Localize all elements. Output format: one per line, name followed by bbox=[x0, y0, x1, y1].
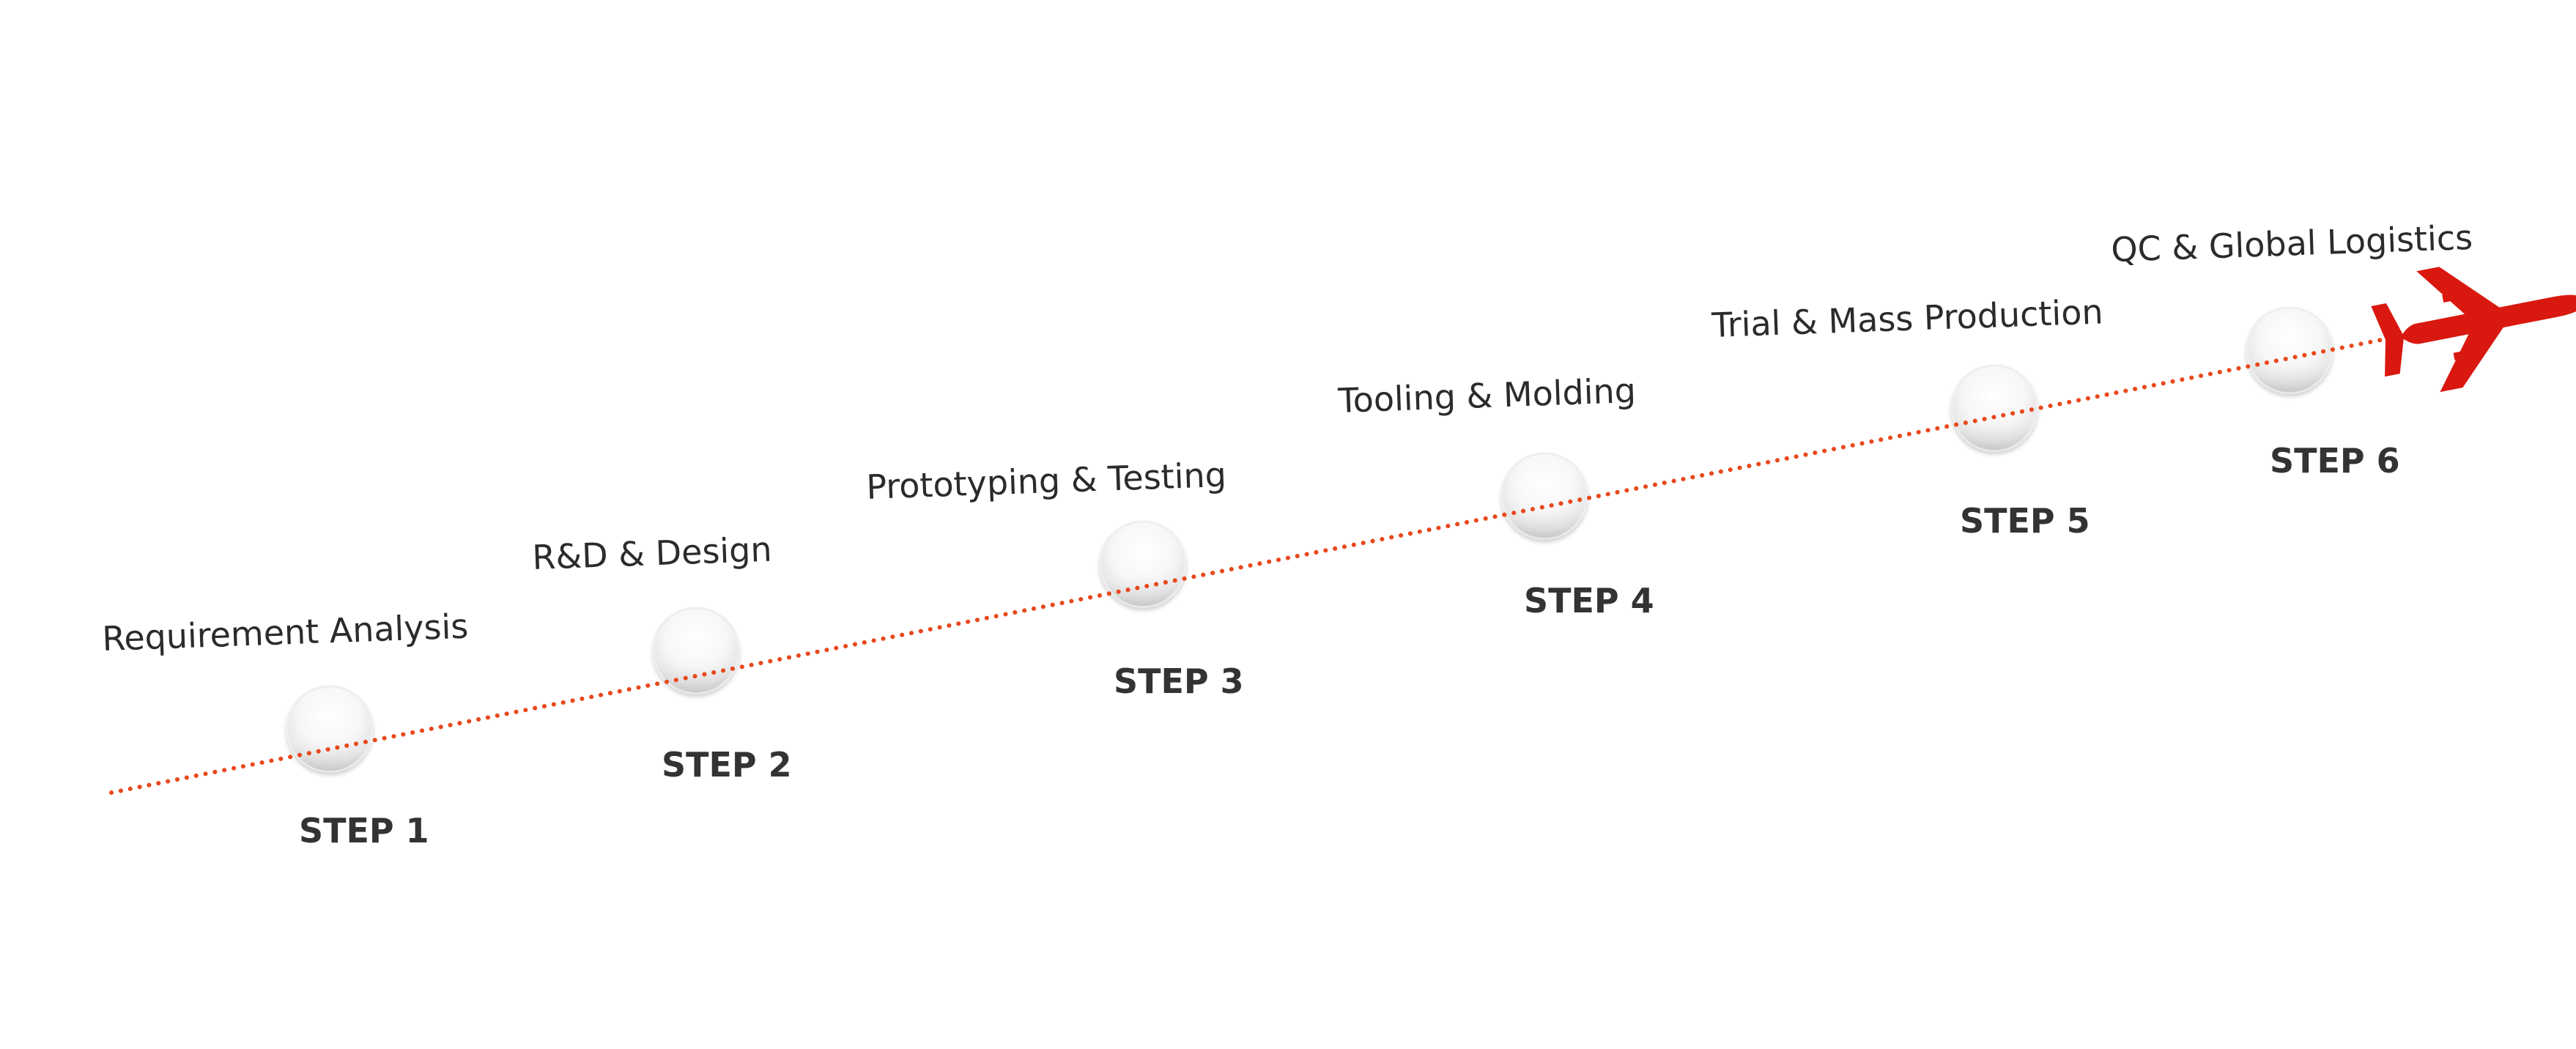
step-3-title: Prototyping & Testing bbox=[865, 455, 1226, 507]
step-1-title: Requirement Analysis bbox=[101, 607, 469, 659]
step-3-label: STEP 3 bbox=[1114, 661, 1244, 701]
step-2-label: STEP 2 bbox=[662, 745, 792, 785]
step-3-bubble bbox=[1099, 520, 1187, 608]
step-4-title: Tooling & Molding bbox=[1336, 371, 1636, 420]
step-2-title: R&D & Design bbox=[531, 530, 772, 577]
step-4-label: STEP 4 bbox=[1524, 581, 1654, 620]
step-6-label: STEP 6 bbox=[2270, 441, 2400, 481]
step-5-label: STEP 5 bbox=[1960, 501, 2090, 541]
dotted-route-line bbox=[109, 329, 2427, 795]
step-bubbles bbox=[286, 306, 2333, 773]
step-1-bubble bbox=[286, 685, 374, 773]
step-2-bubble bbox=[652, 607, 740, 694]
step-5-title: Trial & Mass Production bbox=[1711, 292, 2104, 345]
step-5-bubble bbox=[1950, 364, 2038, 452]
airplane-icon bbox=[2371, 267, 2576, 393]
step-titles: Requirement Analysis R&D & Design Protot… bbox=[101, 218, 2473, 659]
step-labels: STEP 1 STEP 2 STEP 3 STEP 4 STEP 5 STEP … bbox=[299, 441, 2400, 850]
step-6-title: QC & Global Logistics bbox=[2110, 218, 2473, 270]
step-6-bubble bbox=[2246, 306, 2333, 394]
step-4-bubble bbox=[1500, 452, 1588, 540]
step-1-label: STEP 1 bbox=[299, 811, 429, 850]
